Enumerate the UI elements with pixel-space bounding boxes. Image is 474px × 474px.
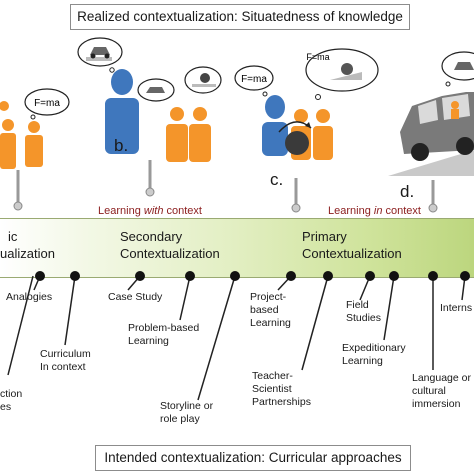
project-based-line-3: Learning bbox=[250, 317, 291, 329]
teacher-scientist-line-1: Teacher- bbox=[252, 370, 293, 382]
tertiary-line-1: ic bbox=[8, 229, 18, 244]
panel-b-letter: b. bbox=[114, 136, 129, 155]
item-project-based-learning: Project- based Learning bbox=[250, 291, 291, 330]
expeditionary-line-2: Learning bbox=[342, 355, 383, 367]
item-ticks bbox=[7, 275, 466, 401]
item-teacher-scientist-partnerships: Teacher- Scientist Partnerships bbox=[252, 370, 311, 409]
secondary-line-1: Secondary bbox=[120, 229, 183, 244]
panel-d-pin bbox=[428, 180, 438, 213]
primary-line-2: Contextualization bbox=[302, 246, 402, 261]
panel-b-thought-bubble-small-cars bbox=[137, 66, 222, 102]
panel-b-orange-figures bbox=[166, 107, 211, 162]
item-internships: Interns bbox=[440, 302, 472, 315]
panel-c-thought-bubble-formula bbox=[234, 65, 274, 97]
field-studies-line-2: Studies bbox=[346, 312, 382, 324]
caption-with-pre: Learning bbox=[98, 205, 144, 217]
item-expeditionary-learning: Expeditionary Learning bbox=[342, 342, 406, 368]
item-action-cutoff: ction es bbox=[0, 388, 22, 414]
panel-b-thought-bubble-car bbox=[77, 37, 123, 73]
expeditionary-line-1: Expeditionary bbox=[342, 342, 406, 354]
field-studies-line-1: Field bbox=[346, 299, 369, 311]
project-based-line-1: Project- bbox=[250, 291, 287, 303]
storyline-line-2: role play bbox=[160, 413, 200, 425]
intern-line-1: Interns bbox=[440, 302, 473, 314]
caption-in-em: in bbox=[373, 205, 383, 217]
curriculum-line-1: Curriculum bbox=[40, 348, 91, 360]
panel-d-thought-bubble bbox=[441, 51, 474, 87]
tertiary-level-label: ic ualization bbox=[0, 228, 55, 262]
caption-in-pre: Learning bbox=[328, 205, 374, 217]
item-language-cultural-immersion: Language or cultural immersion bbox=[412, 372, 471, 411]
language-line-2: cultural bbox=[412, 385, 446, 397]
panel-c-ball-and-arrow bbox=[278, 121, 312, 155]
panel-d-car bbox=[400, 92, 474, 161]
panel-a-pin bbox=[13, 170, 23, 211]
item-storyline-role-play: Storyline or role play bbox=[160, 400, 213, 426]
action-line-1: ction bbox=[0, 388, 23, 400]
panel-d-incline bbox=[388, 150, 474, 176]
panel-b-blue-figure bbox=[105, 69, 139, 154]
caption-in-post: context bbox=[382, 205, 421, 217]
item-analogies: Analogies bbox=[6, 291, 52, 304]
secondary-level-label: Secondary Contextualization bbox=[120, 228, 220, 262]
problem-based-line-1: Problem-based bbox=[128, 322, 200, 334]
secondary-line-2: Contextualization bbox=[120, 246, 220, 261]
tertiary-line-2: ualization bbox=[0, 246, 55, 261]
item-field-studies: Field Studies bbox=[346, 299, 381, 325]
panel-c-formula-2: F=ma bbox=[306, 52, 329, 62]
action-line-2: es bbox=[0, 401, 12, 413]
curriculum-line-2: In context bbox=[40, 361, 86, 373]
caption-with-post: context bbox=[163, 205, 202, 217]
analogies-line-1: Analogies bbox=[6, 291, 53, 303]
storyline-line-1: Storyline or bbox=[160, 400, 214, 412]
item-case-study: Case Study bbox=[108, 291, 162, 304]
panel-a-thought-bubble bbox=[24, 88, 70, 120]
item-curriculum-in-context: Curriculum In context bbox=[40, 348, 91, 374]
language-line-3: immersion bbox=[412, 398, 461, 410]
panel-c-thought-bubble-ramp bbox=[305, 48, 379, 100]
primary-line-1: Primary bbox=[302, 229, 347, 244]
panel-c-letter: c. bbox=[270, 170, 284, 189]
panel-c-formula: F=ma bbox=[241, 74, 267, 85]
problem-based-line-2: Learning bbox=[128, 335, 169, 347]
learning-with-context-caption: Learning with context bbox=[98, 205, 202, 217]
panel-a-figures bbox=[0, 101, 43, 169]
teacher-scientist-line-2: Scientist bbox=[252, 383, 292, 395]
primary-level-label: Primary Contextualization bbox=[302, 228, 402, 262]
panel-b-pin bbox=[145, 160, 155, 197]
item-dots bbox=[35, 271, 470, 281]
panel-a-formula: F=ma bbox=[34, 98, 60, 109]
caption-with-em: with bbox=[143, 205, 164, 217]
project-based-line-2: based bbox=[250, 304, 279, 316]
item-problem-based-learning: Problem-based Learning bbox=[128, 322, 199, 348]
panel-d-letter: d. bbox=[400, 182, 415, 201]
intended-contextualization-label: Intended contextualization: Curricular a… bbox=[95, 445, 411, 471]
realized-contextualization-label: Realized contextualization: Situatedness… bbox=[70, 4, 410, 30]
contextualization-continuum-band bbox=[0, 218, 474, 278]
teacher-scientist-line-3: Partnerships bbox=[252, 396, 311, 408]
panel-c-pin bbox=[291, 178, 301, 213]
case-study-line-1: Case Study bbox=[108, 291, 163, 303]
language-line-1: Language or bbox=[412, 372, 471, 384]
panel-c-blue-figure bbox=[262, 95, 288, 156]
learning-in-context-caption: Learning in context bbox=[328, 205, 421, 217]
